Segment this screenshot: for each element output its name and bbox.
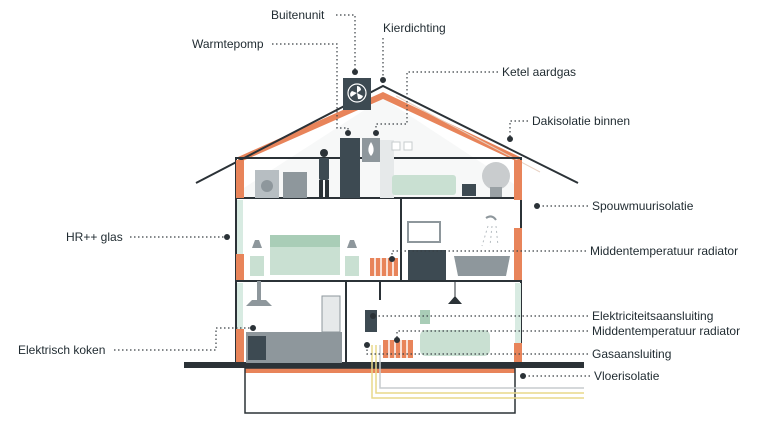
egg-chair <box>482 162 510 190</box>
dryer <box>283 172 307 198</box>
cable-1 <box>371 345 584 399</box>
nightstand-left <box>250 256 264 276</box>
dot-warmtepomp <box>345 130 351 136</box>
skylight-1 <box>391 141 401 151</box>
label-gasaansluiting: Gasaansluiting <box>592 347 671 361</box>
dot-gas <box>364 342 370 348</box>
bed-headboard <box>270 235 340 247</box>
meter-cabinet <box>365 310 377 332</box>
wall-insulation-right-mid <box>514 228 522 280</box>
person <box>319 149 329 198</box>
living-sofa <box>420 330 490 356</box>
range-hood-pipe <box>257 281 261 300</box>
wall-insulation-left-top <box>236 160 244 198</box>
dot-radiator-bottom <box>394 337 400 343</box>
label-hr-glas: HR++ glas <box>66 230 123 244</box>
plant <box>420 310 430 324</box>
sink-cabinet <box>408 250 446 280</box>
gas-pipe <box>379 345 584 389</box>
wall-insulation-left-mid <box>236 254 244 280</box>
fan-icon <box>347 83 367 103</box>
boiler-pipe-column <box>380 140 394 198</box>
dot-hrglas <box>224 234 230 240</box>
lamp-right <box>347 240 357 248</box>
dot-spouwmuur <box>534 203 540 209</box>
roof-outline <box>195 84 579 184</box>
leader-koken <box>114 327 252 351</box>
wall-insulation-left-low <box>236 329 244 363</box>
label-spouwmuurisolatie: Spouwmuurisolatie <box>592 199 694 213</box>
chair-stand <box>490 187 502 197</box>
leader-buitenunit <box>336 14 356 72</box>
dot-buitenunit <box>352 69 358 75</box>
flame-icon <box>368 142 374 156</box>
label-middentemperatuur-radiator-top: Middentemperatuur radiator <box>590 244 738 258</box>
heat-pump-unit <box>340 138 360 198</box>
leader-ketel <box>375 71 498 132</box>
washing-machine-door <box>261 180 273 192</box>
attic-sofa-bed <box>392 175 456 195</box>
label-middentemperatuur-radiator-bottom: Middentemperatuur radiator <box>592 324 740 338</box>
leader-dots <box>224 69 540 379</box>
dot-ketel <box>373 130 379 136</box>
label-elektrisch-koken: Elektrisch koken <box>18 343 105 357</box>
skylight-2 <box>403 141 413 151</box>
radiator-upper <box>370 258 398 276</box>
glass-left-lower <box>237 283 243 329</box>
dot-koken <box>250 325 256 331</box>
shower-head <box>485 215 497 221</box>
ground-slab <box>184 362 584 368</box>
label-vloerisolatie: Vloerisolatie <box>594 369 660 383</box>
fridge <box>321 295 341 333</box>
glass-left-upper <box>237 200 243 254</box>
oven <box>248 336 266 360</box>
dot-elektriciteit <box>370 313 376 319</box>
shower-water <box>481 225 499 247</box>
wall-insulation-right-top <box>514 160 522 200</box>
label-kierdichting: Kierdichting <box>383 21 446 35</box>
dot-vloerisolatie <box>520 373 526 379</box>
label-warmtepomp: Warmtepomp <box>192 37 264 51</box>
label-dakisolatie-binnen: Dakisolatie binnen <box>532 114 630 128</box>
bed <box>270 245 340 275</box>
side-table <box>462 184 476 196</box>
glass-right-lower <box>515 283 521 343</box>
bathroom-mirror <box>407 221 441 243</box>
label-buitenunit: Buitenunit <box>271 8 325 22</box>
leader-warmtepomp <box>272 43 349 132</box>
leader-dakisolatie <box>509 120 528 138</box>
nightstand-right <box>345 256 359 276</box>
cable-2 <box>375 345 584 394</box>
leader-radiator-top <box>391 250 586 258</box>
dot-kierdichting <box>380 77 386 83</box>
roof-inner-line <box>395 95 541 173</box>
label-ketel-aardgas: Ketel aardgas <box>502 65 576 79</box>
dot-dakisolatie <box>507 136 513 142</box>
outdoor-unit <box>343 78 371 110</box>
label-elektriciteitsaansluiting: Elektriciteitsaansluiting <box>592 309 713 323</box>
bathtub <box>454 256 510 276</box>
dot-radiator-top <box>389 256 395 262</box>
pendant-lamp <box>448 296 462 304</box>
range-hood <box>246 300 272 306</box>
wall-insulation-right-low <box>514 343 522 363</box>
lamp-left <box>252 240 262 248</box>
leader-gas <box>366 346 588 355</box>
